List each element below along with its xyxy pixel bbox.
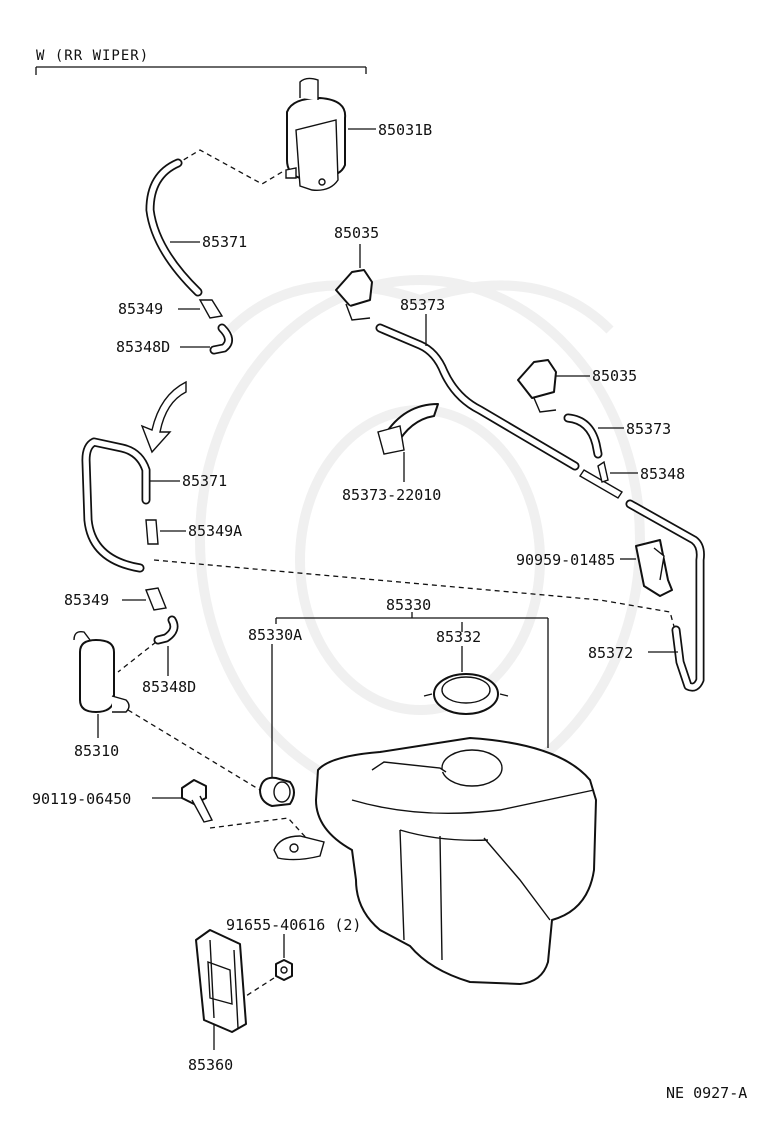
washer-motor-85310 (73, 630, 130, 713)
label-85348: 85348 (640, 465, 685, 483)
reservoir-tank-85330 (273, 737, 597, 985)
label-90119-06450: 90119-06450 (32, 790, 131, 808)
section-header: W (RR WIPER) (36, 48, 149, 64)
hose-85372 (625, 499, 705, 692)
tee-85348 (579, 460, 623, 499)
header-bracket (35, 66, 367, 75)
label-85349-upper: 85349 (118, 300, 163, 318)
nut-91655-40616 (275, 959, 293, 981)
watermark-logo (195, 275, 645, 805)
clip-90959-01485 (635, 539, 673, 597)
hose-85373-short (563, 413, 603, 459)
label-85035-upper: 85035 (334, 224, 379, 242)
label-85360: 85360 (188, 1056, 233, 1074)
label-85349A: 85349A (188, 522, 242, 540)
hose-85371-lower (81, 437, 151, 573)
label-85330A: 85330A (248, 626, 302, 644)
label-85310: 85310 (74, 742, 119, 760)
label-85372: 85372 (588, 644, 633, 662)
elbow-85348D-lower (153, 615, 179, 645)
clamp-85373-22010 (377, 403, 439, 455)
label-85332: 85332 (436, 628, 481, 646)
label-85330: 85330 (386, 596, 431, 614)
nozzle-85035-lower (517, 359, 557, 413)
label-85035-lower: 85035 (592, 367, 637, 385)
label-91655-40616: 91655-40616 (2) (226, 916, 361, 934)
header-group: W (RR WIPER) (35, 48, 367, 75)
hose-85373-long (375, 323, 580, 471)
hose-85371-upper (145, 158, 203, 297)
label-85349-lower: 85349 (64, 591, 109, 609)
bolt-90119-06450 (181, 779, 214, 823)
label-85373-long: 85373 (400, 296, 445, 314)
label-85373-22010: 85373-22010 (342, 486, 441, 504)
label-85373-short: 85373 (626, 420, 671, 438)
elbow-85348D-upper (209, 323, 233, 355)
connector-85349A (145, 519, 159, 545)
callout-85330 (275, 612, 549, 748)
figure-code: NE 0927-A (666, 1084, 747, 1102)
connector-85349-upper (198, 299, 224, 319)
direction-arrow (140, 380, 187, 454)
label-85348D-lower: 85348D (142, 678, 196, 696)
label-85371-lower: 85371 (182, 472, 227, 490)
connector-85349-lower (145, 587, 167, 611)
bracket-85360 (195, 929, 247, 1033)
cap-85332 (423, 673, 509, 715)
nozzle-85035-upper (335, 269, 373, 321)
grommet-85330A (259, 776, 295, 807)
part-85031B (285, 77, 347, 191)
label-85031B: 85031B (378, 121, 432, 139)
label-85371-upper: 85371 (202, 233, 247, 251)
label-85348D-upper: 85348D (116, 338, 170, 356)
label-90959-01485: 90959-01485 (516, 551, 615, 569)
